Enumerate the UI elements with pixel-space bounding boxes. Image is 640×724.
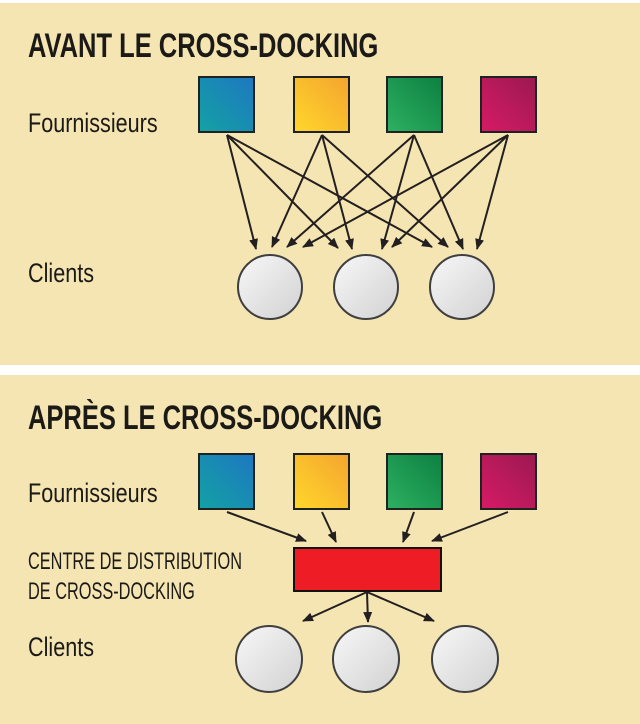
flow-arrow — [226, 134, 339, 249]
flow-arrow — [271, 134, 323, 248]
flow-arrow — [321, 511, 337, 543]
supplier-box-yellow — [293, 453, 350, 510]
flow-arrow — [402, 511, 415, 543]
cross-docking-center-box — [293, 547, 442, 592]
panel-after-title: APRÈS LE CROSS-DOCKING — [28, 399, 383, 437]
clients-label: Clients — [28, 632, 95, 662]
distribution-center-label-line1: CENTRE DE DISTRIBUTION — [28, 548, 242, 575]
flow-arrow — [366, 591, 435, 622]
panel-before-title: AVANT LE CROSS-DOCKING — [28, 27, 379, 65]
supplier-box-magenta — [480, 76, 537, 133]
supplier-box-yellow — [293, 76, 350, 133]
client-circle — [431, 625, 499, 693]
flow-arrow — [475, 134, 509, 250]
client-circle — [332, 625, 400, 693]
distribution-center-label: CENTRE DE DISTRIBUTION DE CROSS-DOCKING — [28, 547, 242, 607]
flow-arrow — [226, 511, 307, 542]
supplier-box-blue — [198, 453, 255, 510]
client-circle — [333, 254, 399, 320]
supplier-box-blue — [198, 76, 255, 133]
flow-arrow — [302, 591, 368, 622]
supplier-box-green — [386, 76, 443, 133]
supplier-box-magenta — [480, 453, 537, 510]
client-circle — [235, 625, 303, 693]
flow-arrow — [431, 511, 509, 542]
flow-arrow — [413, 134, 464, 250]
client-circle — [237, 254, 303, 320]
panel-after-cross-docking: APRÈS LE CROSS-DOCKING Fournissieurs CEN… — [0, 375, 640, 724]
suppliers-label: Fournissieurs — [28, 478, 158, 508]
flow-arrow — [321, 134, 354, 250]
flow-arrow — [321, 134, 449, 248]
panel-before-cross-docking: AVANT LE CROSS-DOCKING Fournissieurs Cli… — [0, 3, 640, 365]
flow-arrow — [380, 134, 415, 250]
flow-arrow — [286, 134, 415, 248]
flow-arrow — [226, 134, 433, 248]
flow-arrow — [302, 134, 509, 248]
distribution-center-label-line2: DE CROSS-DOCKING — [28, 578, 195, 605]
supplier-box-green — [386, 453, 443, 510]
client-circle — [429, 254, 495, 320]
suppliers-label: Fournissieurs — [28, 108, 158, 138]
flow-arrow — [391, 134, 509, 248]
flow-arrow — [363, 591, 373, 623]
clients-label: Clients — [28, 258, 95, 288]
flow-arrow — [226, 134, 258, 250]
